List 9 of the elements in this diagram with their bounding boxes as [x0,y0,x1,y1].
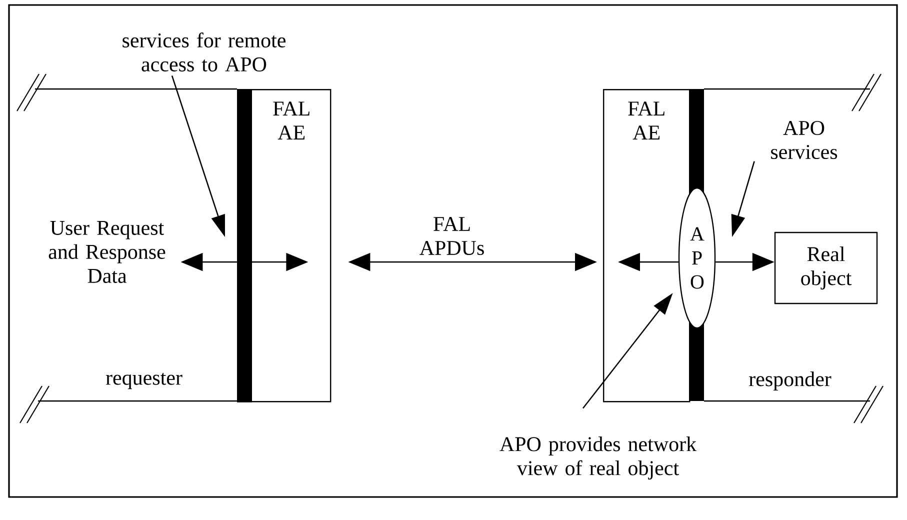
edge-label: FAL APDUs [406,216,498,256]
callout-text: APO provides network view of real object [500,436,697,480]
callout-text: services for remote access to APO [122,32,286,72]
object-box: Real object [774,232,878,304]
callout-text: APO services [771,120,838,160]
station-label: requester [106,372,182,390]
station-label: responder [749,371,832,391]
data-text: User Request and Response Data [48,221,166,283]
entity-box: FAL AE [237,89,332,402]
